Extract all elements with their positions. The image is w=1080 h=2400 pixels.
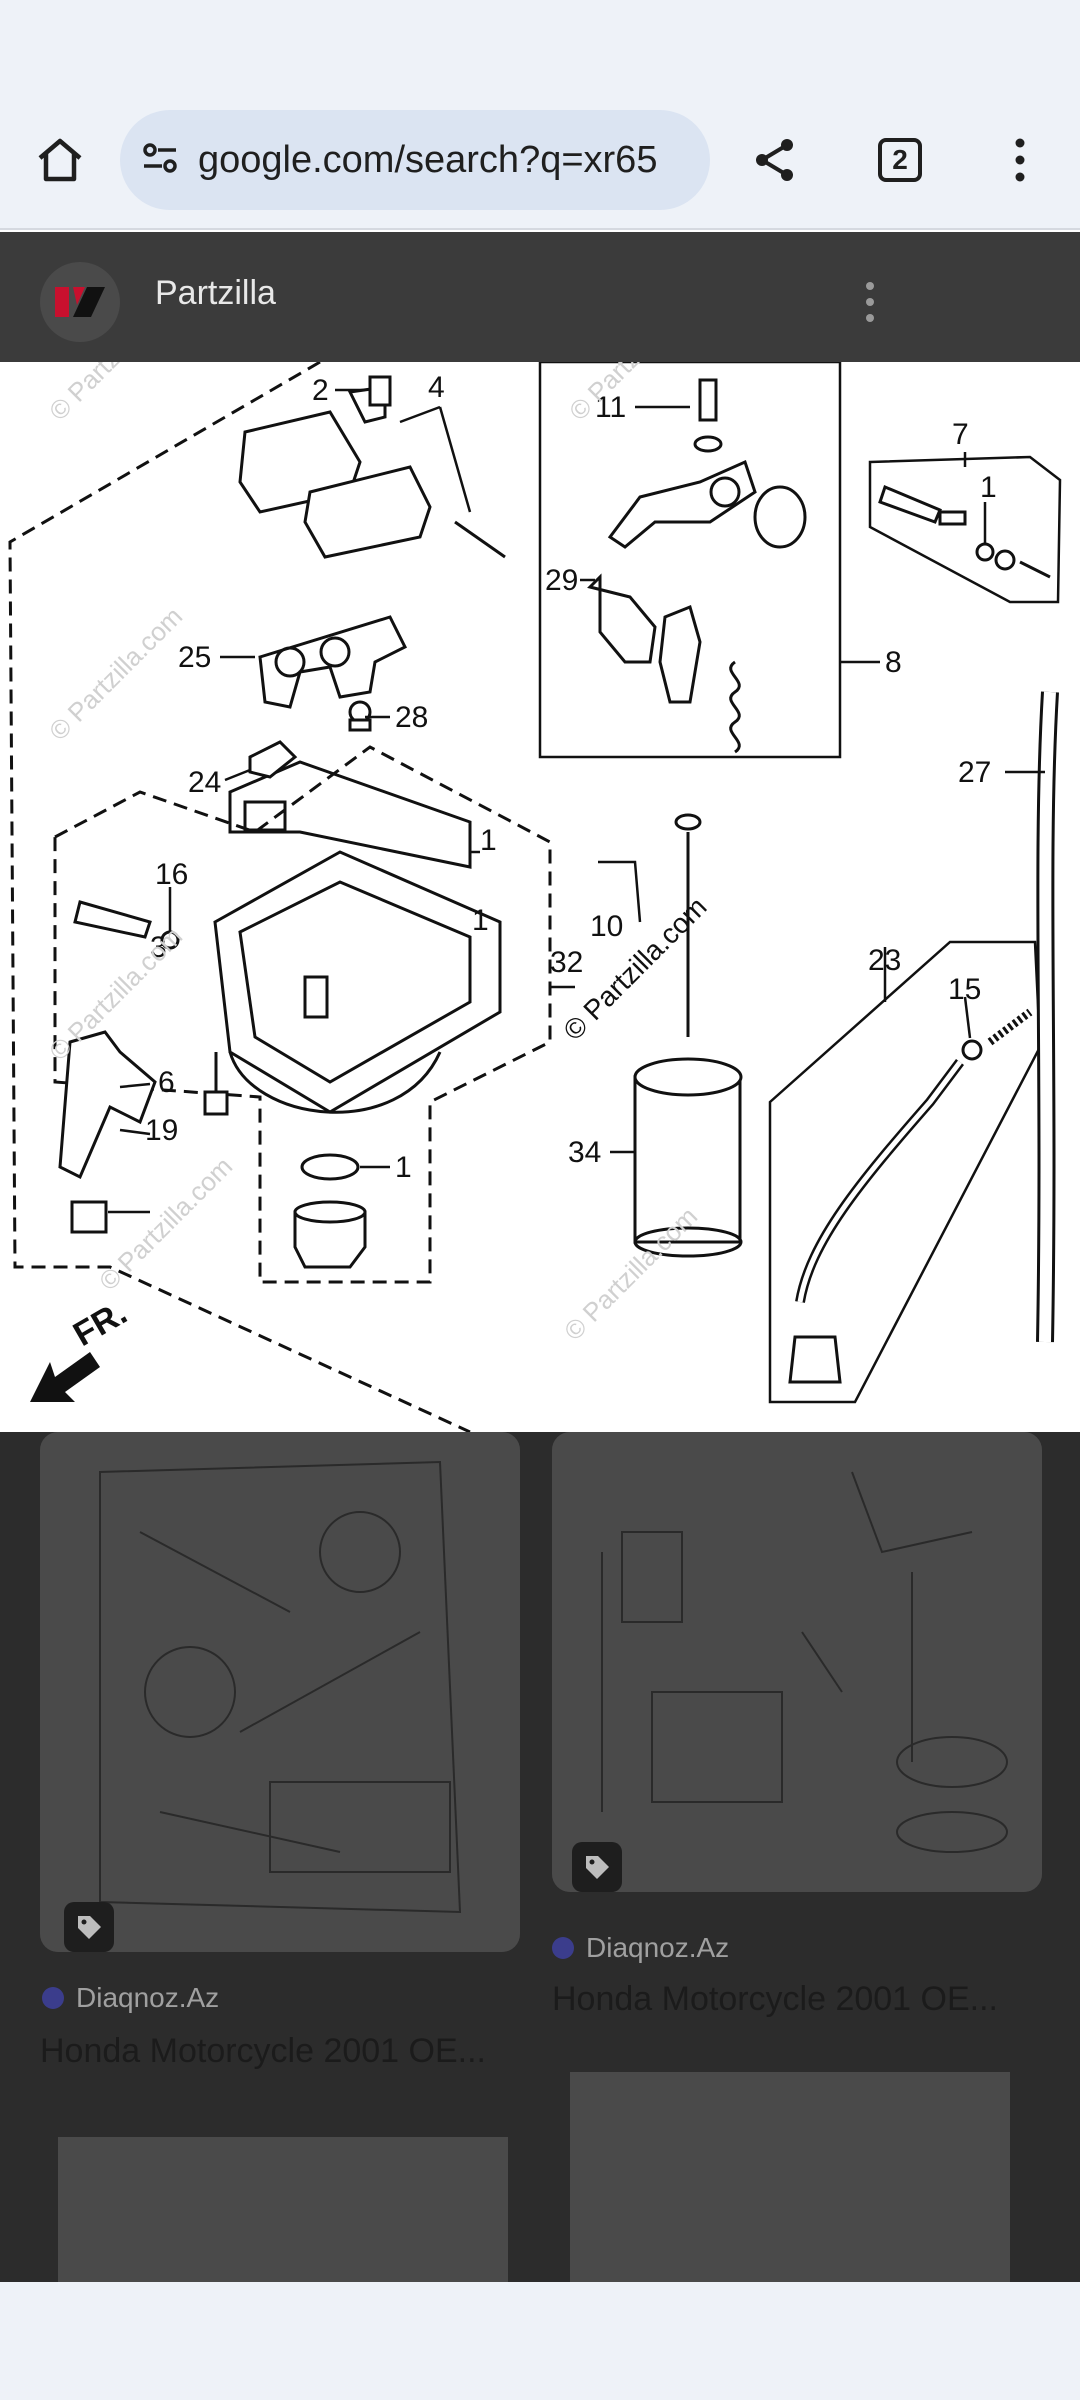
callout-number: 25	[178, 641, 211, 674]
tab-count: 2	[878, 138, 922, 182]
callout-number: 3	[150, 931, 167, 964]
site-settings-icon[interactable]	[140, 138, 180, 183]
partzilla-logo-icon	[40, 262, 120, 342]
carburetor-body	[213, 760, 502, 1114]
result-thumbnail	[40, 1432, 520, 1952]
lever-assembly	[587, 378, 807, 754]
watermark-text: © Partzilla.com	[43, 601, 188, 746]
watermark-text: © Partzilla.com	[563, 362, 708, 426]
result-card[interactable]	[40, 1432, 520, 1952]
source-favicon-icon	[42, 1987, 64, 2009]
viewer-more-icon[interactable]	[840, 262, 900, 342]
callout-number: 1	[472, 904, 489, 937]
callout-number: 8	[885, 646, 902, 679]
result-title[interactable]: Honda Motorcycle 2001 OE...	[40, 2032, 487, 2070]
source-favicon-icon	[552, 1937, 574, 1959]
callout-number: 1	[980, 471, 997, 504]
result-thumbnail	[552, 1432, 1042, 1892]
result-card[interactable]	[58, 2137, 508, 2287]
watermark-text: © Partzilla.com	[93, 1151, 238, 1296]
callout-number: 24	[188, 766, 221, 799]
small-parts	[58, 484, 1059, 1384]
front-label: FR.	[67, 1294, 133, 1354]
product-tag-icon[interactable]	[64, 1902, 114, 1952]
viewer-site-name[interactable]: Partzilla	[155, 274, 276, 312]
callout-number: 29	[545, 564, 578, 597]
result-card[interactable]	[570, 2072, 1010, 2287]
callout-number: 2	[312, 374, 329, 407]
callout-number: 10	[590, 910, 623, 943]
callout-number: 23	[868, 944, 901, 977]
callout-number: 28	[395, 701, 428, 734]
callout-number: 27	[958, 756, 991, 789]
image-viewer-header: Partzilla	[0, 232, 1080, 362]
result-thumbnail	[58, 2137, 508, 2287]
diagram-frames	[8, 362, 1062, 1432]
system-navigation-bar	[0, 2282, 1080, 2400]
browser-toolbar: google.com/search?q=xr65 2	[0, 90, 1080, 230]
watermark-text: © Partzilla.com	[558, 1201, 703, 1346]
address-bar[interactable]: google.com/search?q=xr65	[120, 110, 710, 210]
tab-switcher-button[interactable]: 2	[860, 120, 940, 200]
more-options-icon[interactable]	[980, 120, 1060, 200]
callout-number: 11	[595, 391, 626, 424]
share-icon[interactable]	[735, 120, 815, 200]
callout-number: 19	[145, 1114, 178, 1147]
callout-number: 1	[480, 824, 497, 857]
callout-number: 16	[155, 858, 188, 891]
callout-number: 7	[952, 418, 969, 451]
status-bar	[0, 0, 1080, 90]
result-title[interactable]: Honda Motorcycle 2001 OE...	[552, 1980, 999, 2018]
product-tag-icon[interactable]	[572, 1842, 622, 1892]
result-card[interactable]	[552, 1432, 1042, 1892]
callout-number: 15	[948, 973, 981, 1006]
watermark-text: © Partzilla.com	[43, 362, 188, 426]
callout-number: 1	[395, 1151, 412, 1184]
result-thumbnail	[570, 2072, 1010, 2287]
top-cover-parts	[238, 375, 506, 779]
callout-number: 32	[550, 946, 583, 979]
front-arrow: FR.	[30, 1294, 133, 1402]
callout-number: 4	[428, 371, 445, 404]
url-text[interactable]: google.com/search?q=xr65	[198, 138, 658, 181]
home-icon[interactable]	[20, 120, 100, 200]
result-source[interactable]: Diaqnoz.Az	[552, 1932, 729, 1964]
result-source[interactable]: Diaqnoz.Az	[42, 1982, 219, 2014]
leader-lines	[108, 388, 1045, 1214]
callout-number: 6	[158, 1066, 175, 1099]
callout-number: 34	[568, 1136, 601, 1169]
